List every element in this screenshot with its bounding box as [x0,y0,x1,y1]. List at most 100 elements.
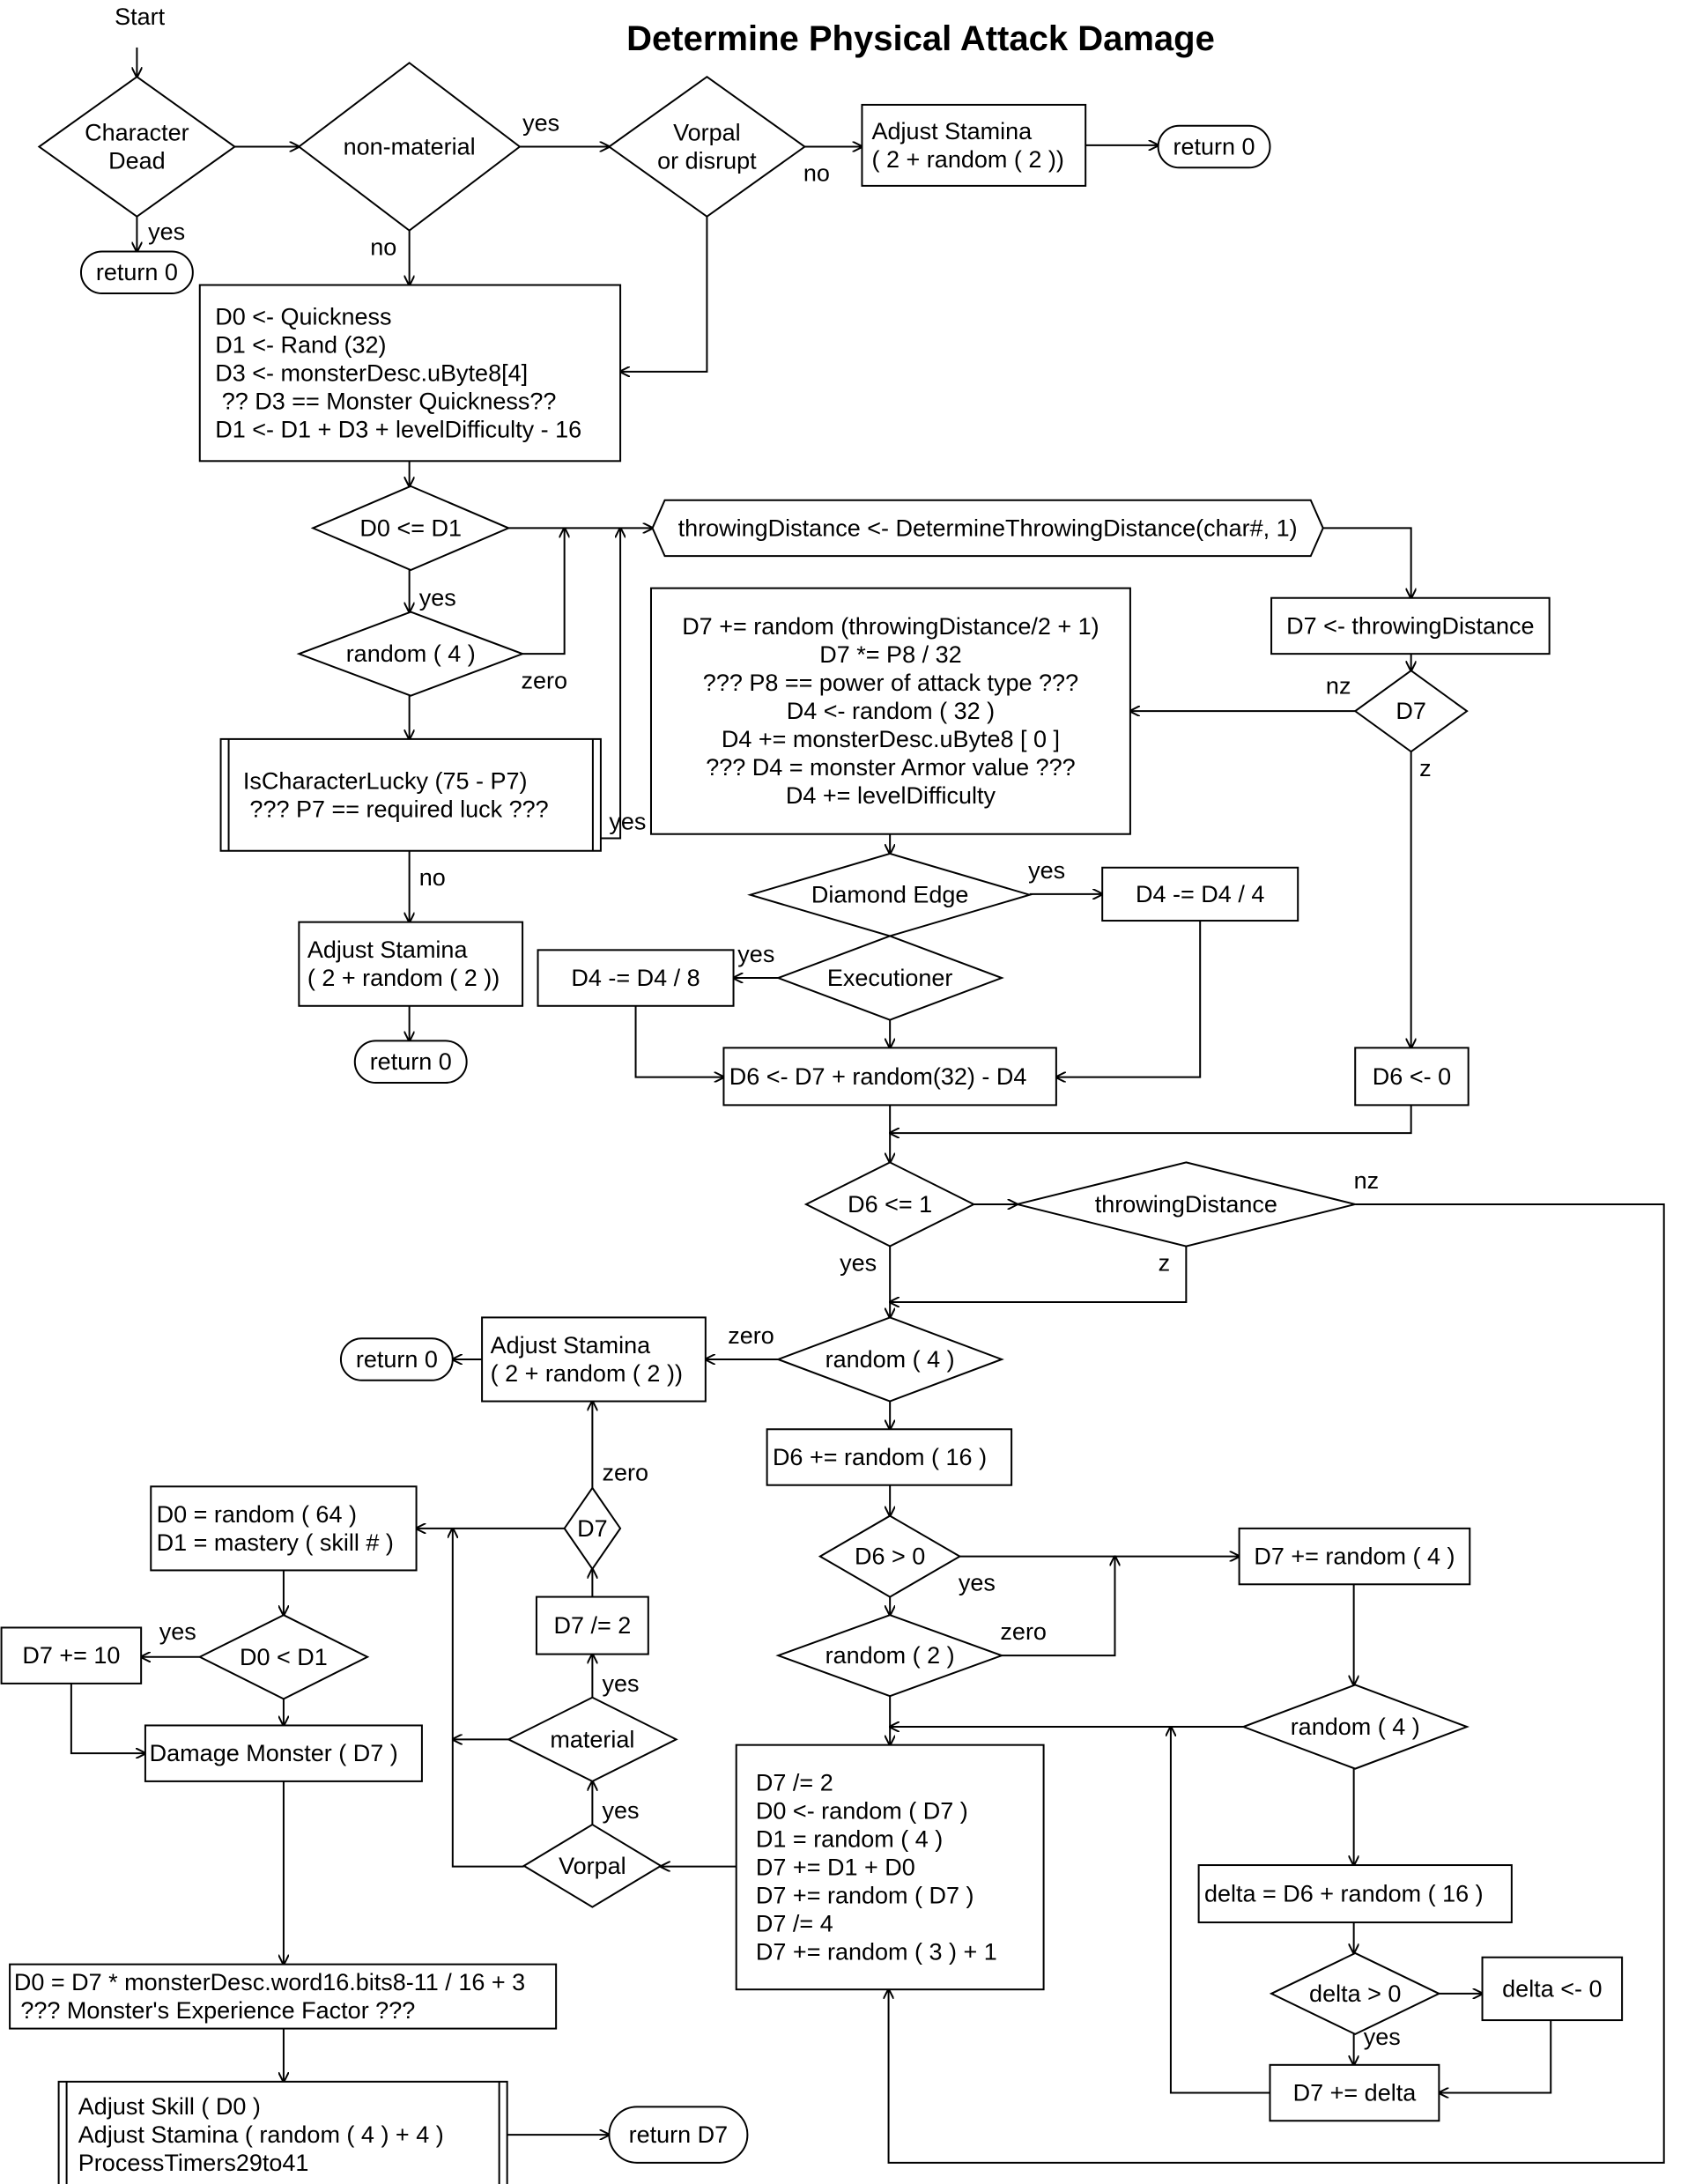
return0_a-text: return 0 [96,259,178,285]
edge-label-dead-yes: yes [148,218,185,245]
node-d4-div4: D4 -= D4 / 4 [1101,866,1299,922]
node-diamond-edge: Diamond Edge [747,852,1033,937]
adjust_stamina_c-text: Adjust Stamina( 2 + random ( 2 )) [491,1332,683,1387]
vorpal-text: Vorpal [559,1853,626,1879]
connector-62 [70,1683,145,1753]
node-return0-b: return 0 [1157,124,1271,169]
random4_b-text: random ( 4 ) [825,1346,955,1373]
d7_div2-text: D7 /= 2 [553,1612,631,1639]
start-text: Start [115,4,166,30]
connector-48 [1439,2020,1552,2092]
d6_zero-text: D6 <- 0 [1373,1063,1451,1090]
d0_d1_mastery-text: D0 = random ( 64 )D1 = mastery ( skill #… [157,1501,394,1556]
connector-17 [1322,527,1411,597]
edge-label-nonmat-no: no [370,234,396,261]
connector-26 [634,1005,724,1077]
node-start: Start [115,4,166,30]
node-adjust-stamina-b: Adjust Stamina( 2 + random ( 2 )) [298,921,524,1007]
edge-label-d6gt-yes: yes [959,1570,996,1596]
diamond_edge-text: Diamond Edge [811,882,969,908]
node-d7-calc: D7 += random (throwingDistance/2 + 1)D7 … [649,587,1131,835]
d0_le_d1-text: D0 <= D1 [359,515,462,541]
throwing_test-text: throwingDistance [1095,1191,1277,1218]
node-delta-gt-0: delta > 0 [1269,1951,1441,2036]
edge-label-d0le-yes: yes [419,585,456,611]
node-d6-gt-0: D6 > 0 [818,1514,962,1598]
node-return0-d: return 0 [339,1337,454,1381]
connector-27 [1056,921,1202,1077]
d7_test_b-text: D7 [577,1515,608,1542]
connector-40 [1002,1557,1114,1657]
node-d6-calc: D6 <- D7 + random(32) - D4 [722,1047,1057,1107]
damage-text: Damage Monster ( D7 ) [150,1740,398,1766]
edge-label-throw-z: z [1159,1250,1171,1277]
return_d7-text: return D7 [629,2121,729,2148]
node-delta-zero: delta <- 0 [1481,1956,1624,2022]
d4_div4-text: D4 -= D4 / 4 [1136,881,1264,907]
node-adjust-stamina-c: Adjust Stamina( 2 + random ( 2 )) [481,1316,707,1403]
edge-label-diamond-yes: yes [1028,857,1065,884]
node-d0-d1-mastery: D0 = random ( 64 )D1 = mastery ( skill #… [150,1485,418,1572]
d7_add4-text: D7 += random ( 4 ) [1254,1544,1455,1570]
connector-58 [453,1529,524,1868]
final-text: Adjust Skill ( D0 )Adjust Stamina ( rand… [78,2093,444,2176]
edge-label-lucky-no: no [419,864,446,891]
connector-31 [889,1203,1665,2164]
material-text: material [550,1726,634,1752]
d7_throw-text: D7 <- throwingDistance [1286,612,1534,639]
node-d6-le-1: D6 <= 1 [803,1161,976,1247]
d6_calc-text: D6 <- D7 + random(32) - D4 [729,1063,1027,1090]
node-d7-add-delta: D7 += delta [1269,2063,1440,2122]
node-random4-a: random ( 4 ) [296,611,525,697]
node-return0-a: return 0 [79,250,194,295]
connector-33 [890,1246,1188,1302]
edge-label-vorpal-no: no [803,160,830,187]
node-random2: random ( 2 ) [775,1614,1004,1698]
node-lucky: IsCharacterLucky (75 - P7) ??? P7 == req… [219,737,602,852]
non_material-text: non-material [344,134,476,160]
d6_gt_0-text: D6 > 0 [855,1544,925,1570]
node-d6-zero: D6 <- 0 [1354,1047,1470,1107]
executioner-text: Executioner [827,965,953,991]
node-random4-b: random ( 4 ) [775,1316,1004,1403]
connector-12 [522,528,565,655]
node-adjust-stamina-a: Adjust Stamina( 2 + random ( 2 )) [861,103,1087,187]
edge-label-d7a-z: z [1419,755,1432,781]
node-d0-le-d1: D0 <= D1 [310,485,511,572]
node-return-d7: return D7 [608,2106,749,2164]
node-d7-div2: D7 /= 2 [535,1595,649,1655]
delta_zero-text: delta <- 0 [1502,1975,1602,2002]
d7_add_delta-text: D7 += delta [1293,2080,1418,2106]
delta_gt_0-text: delta > 0 [1309,1980,1401,2007]
edge-label-material-yes: yes [602,1670,639,1697]
edge-label-d7a-nz: nz [1326,673,1351,700]
node-d0-lt-d1: D0 < D1 [197,1614,370,1700]
edge-label-delta-yes: yes [1364,2024,1401,2050]
node-throwing: throwingDistance <- DetermineThrowingDis… [651,499,1324,558]
node-executioner: Executioner [775,935,1004,1021]
edge-label-vorpal-yes: yes [602,1797,639,1824]
edge-label-lucky-yes: yes [609,808,646,834]
node-material: material [506,1696,678,1783]
edge-label-throw-nz: nz [1354,1167,1380,1194]
delta_calc-text: delta = D6 + random ( 16 ) [1204,1881,1484,1907]
random4_a-text: random ( 4 ) [346,640,476,667]
node-d7-test-a: D7 [1353,669,1469,753]
node-return0-c: return 0 [353,1040,468,1084]
d4_div8-text: D4 -= D4 / 8 [571,965,700,991]
node-damage: Damage Monster ( D7 ) [144,1724,423,1782]
d7_calc-text: D7 += random (throwingDistance/2 + 1)D7 … [682,613,1099,809]
node-delta-calc: delta = D6 + random ( 16 ) [1197,1864,1513,1924]
return0_c-text: return 0 [370,1048,452,1075]
d6_le_1-text: D6 <= 1 [848,1191,932,1218]
d6_add-text: D6 += random ( 16 ) [773,1444,987,1470]
d7_add10-text: D7 += 10 [22,1642,120,1669]
connector-29 [890,1105,1412,1133]
throwing-text: throwingDistance <- DetermineThrowingDis… [678,515,1298,541]
d7_test_a-text: D7 [1396,698,1426,724]
